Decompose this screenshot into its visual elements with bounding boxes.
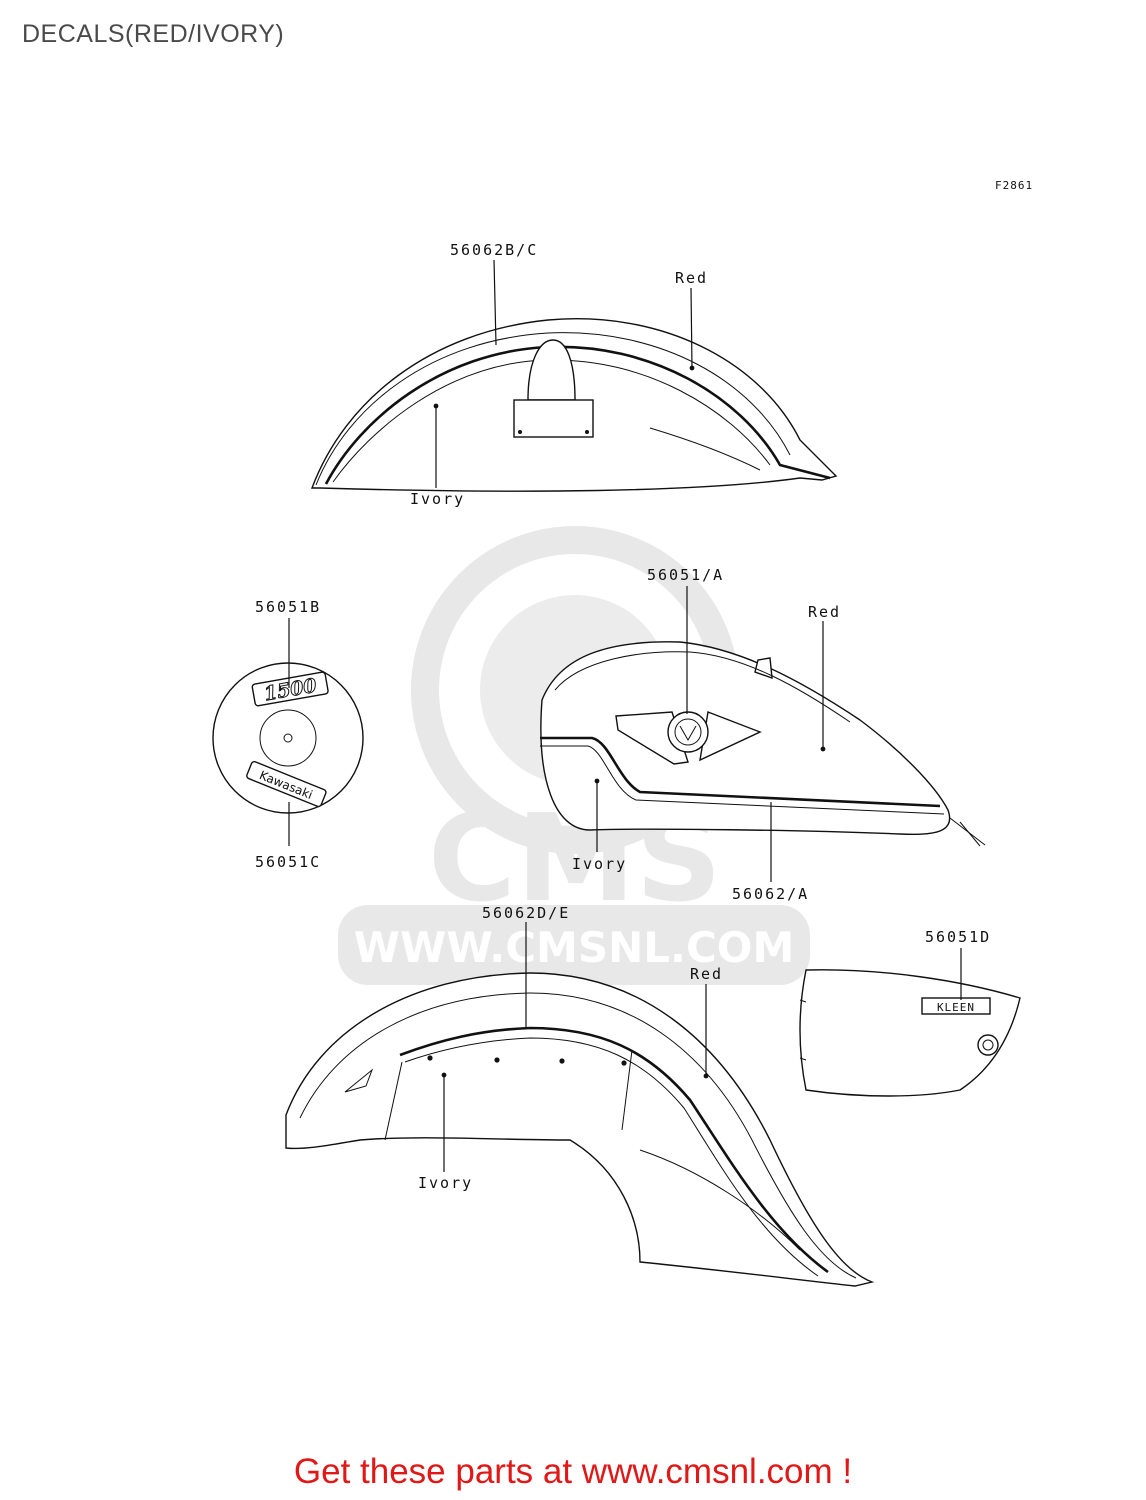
label-front-fender-red: Red bbox=[675, 269, 708, 287]
side-cover: KLEEN bbox=[799, 969, 1021, 1097]
label-rear-fender-red: Red bbox=[690, 965, 723, 983]
label-tank-red: Red bbox=[808, 603, 841, 621]
watermark-url: WWW.CMSNL.COM bbox=[354, 923, 795, 972]
label-56051d: 56051D bbox=[925, 928, 991, 946]
round-emblem: 1500 Kawasaki bbox=[212, 662, 364, 814]
fuel-tank bbox=[540, 641, 986, 847]
label-56062b-c: 56062B/C bbox=[450, 241, 538, 259]
label-56062d-e: 56062D/E bbox=[482, 904, 570, 922]
front-fender bbox=[310, 318, 838, 492]
label-tank-ivory: Ivory bbox=[572, 855, 627, 873]
rear-fender bbox=[285, 972, 875, 1287]
side-cover-badge-text: KLEEN bbox=[937, 1001, 975, 1014]
label-56051b: 56051B bbox=[255, 598, 321, 616]
footer-link-text[interactable]: Get these parts at www.cmsnl.com ! bbox=[293, 1452, 853, 1491]
label-front-fender-ivory: Ivory bbox=[410, 490, 465, 508]
label-56051-a: 56051/A bbox=[647, 566, 724, 584]
page-title: DECALS(RED/IVORY) bbox=[22, 20, 285, 48]
label-56051c: 56051C bbox=[255, 853, 321, 871]
label-rear-fender-ivory: Ivory bbox=[418, 1174, 473, 1192]
figure-ref-code: F2861 bbox=[995, 179, 1033, 192]
emblem-1500-text: 1500 bbox=[262, 675, 318, 706]
label-56062-a: 56062/A bbox=[732, 885, 809, 903]
